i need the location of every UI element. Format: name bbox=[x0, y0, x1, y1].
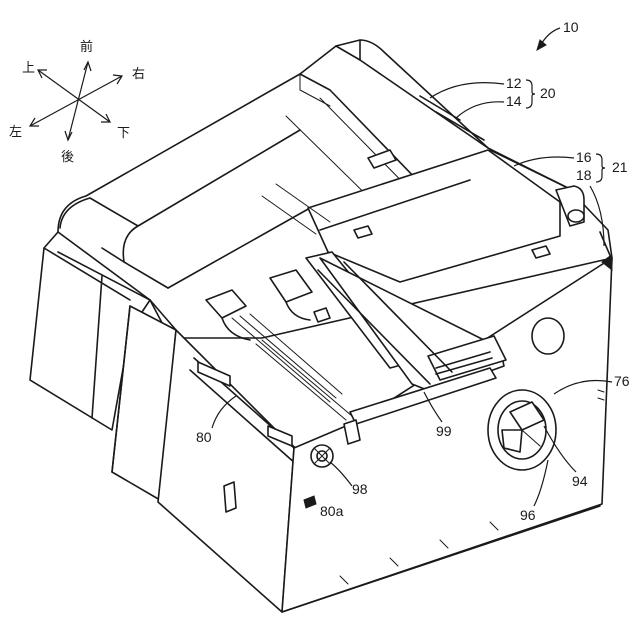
label-80a: 80a bbox=[320, 503, 344, 519]
label-14: 14 bbox=[506, 93, 522, 109]
label-12: 12 bbox=[506, 75, 522, 91]
compass-right-label: 右 bbox=[132, 67, 145, 82]
reference-10: 10 bbox=[537, 19, 579, 50]
direction-compass: 前 上 右 左 下 後 bbox=[9, 39, 145, 165]
label-21: 21 bbox=[612, 159, 628, 175]
label-20: 20 bbox=[540, 85, 556, 101]
compass-front-label: 前 bbox=[80, 39, 93, 55]
label-18: 18 bbox=[576, 167, 592, 183]
front-slot-3 bbox=[224, 482, 236, 512]
label-10: 10 bbox=[563, 19, 579, 35]
label-76: 76 bbox=[614, 373, 630, 389]
compass-left-label: 左 bbox=[9, 125, 22, 140]
compass-down-label: 下 bbox=[117, 126, 130, 141]
label-94: 94 bbox=[572, 473, 588, 489]
front-panel-80 bbox=[158, 330, 294, 612]
label-96: 96 bbox=[520, 507, 536, 523]
side-hole bbox=[532, 318, 564, 354]
compass-back-label: 後 bbox=[61, 150, 74, 165]
label-98: 98 bbox=[352, 481, 368, 497]
label-80: 80 bbox=[196, 429, 212, 445]
label-99: 99 bbox=[436, 423, 452, 439]
compass-up-label: 上 bbox=[22, 61, 35, 76]
label-16: 16 bbox=[576, 149, 592, 165]
